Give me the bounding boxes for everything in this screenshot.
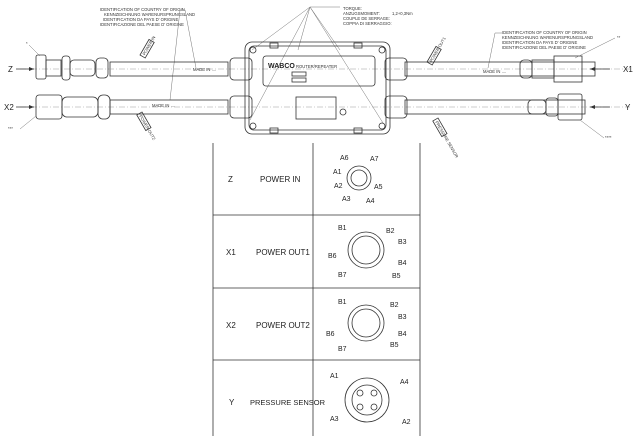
note-line: IDENTIFICATION OF COUNTRY OF ORIGIN [100,7,185,12]
port-y-label: Y [625,103,631,112]
pin-label: B1 [338,299,347,306]
connector-x2 [35,94,111,120]
pin-label: B5 [390,342,399,349]
pin-label: A2 [402,419,411,426]
pin-label: A2 [334,183,343,190]
mark-y: **** [605,135,612,140]
torque-value: 1,2+0,3Nm [392,11,413,16]
pin-label: A4 [366,198,375,205]
mark-x1: ** [617,35,621,40]
row-port: Z [228,175,233,184]
pin-label: A3 [330,416,339,423]
note-line: IDENTIFICATION OF COUNTRY OF ORIGIN [502,30,587,35]
pin-label: B4 [398,260,407,267]
made-in-label: MADE IN .... [483,69,506,74]
pin-label: A4 [400,379,409,386]
cables: MADE IN .... MADE IN .... MADE IN .... [20,61,630,115]
mark-z: * [26,41,28,46]
row-name: POWER OUT1 [256,248,310,257]
table-row: Y PRESSURE SENSOR A1 A4 A3 A2 [229,373,411,426]
row-port: Y [229,398,235,407]
made-in-label: MADE IN .... [193,67,216,72]
pin-label: B3 [398,239,407,246]
pin-label: B4 [398,331,407,338]
note-line: IDENTIFICAZIONE DEL PAESE D' ORIGINE [502,45,586,50]
router-repeater-housing: WABCO ROUTER/REPEATER [229,41,408,135]
row-name: POWER OUT2 [256,321,310,330]
table-row: X2 POWER OUT2 B1 B2 B3 B6 B4 B7 B5 [226,299,407,353]
pin-label: B7 [338,272,347,279]
connector-x1 [519,55,583,83]
flag-label: POWER IN [141,35,156,56]
pin-label: B1 [338,225,347,232]
note-line: ANZUGSMOMENT: [343,11,380,16]
flag-label: POWER OUT2 [138,114,157,141]
note-line: KENNZEICHNUNG WARENURSPRUNGSLAND [502,35,593,40]
port-labels: Z X2 X1 Y * *** ** **** [4,35,633,140]
device-label: ROUTER/REPEATER [296,64,337,69]
pin-label: B2 [386,228,395,235]
pin-label: B6 [328,253,337,260]
note-line: COPPIA DI SERRAGGIO: [343,21,392,26]
row-name: PRESSURE SENSOR [250,398,326,407]
row-name: POWER IN [260,175,301,184]
pin-label: A1 [330,373,339,380]
mark-x2: *** [8,126,13,131]
table-row: X1 POWER OUT1 B1 B2 B3 B6 B4 B7 B5 [226,225,407,280]
pin-label: B7 [338,346,347,353]
pin-label: B5 [392,273,401,280]
pin-label: A7 [370,156,379,163]
connector-z [35,54,109,81]
row-port: X1 [226,248,236,257]
port-x2-label: X2 [4,103,14,112]
wabco-logo: WABCO [268,63,295,70]
note-line: IDENTIFICATION DA PAYS D' ORIGINE [502,40,577,45]
origin-note-right: IDENTIFICATION OF COUNTRY OF ORIGIN KENN… [487,30,593,69]
pin-label: B2 [390,302,399,309]
origin-note-left: IDENTIFICATION OF COUNTRY OF ORIGIN KENN… [100,7,197,101]
pin-label: B3 [398,314,407,321]
flag-label: PRESSURE SENSOR [434,120,459,159]
port-z-label: Z [8,65,13,74]
torque-note: TORQUE: ANZUGSMOMENT: COUPLE DE SERRAGE:… [249,6,413,124]
note-line: KENNZEICHNUNG WARENURSPRUNGSLAND [104,12,195,17]
pin-label: A6 [340,155,349,162]
table-row: Z POWER IN A6 A7 A1 A2 A5 A3 A4 [228,155,383,205]
row-port: X2 [226,321,236,330]
pinout-table: Z POWER IN A6 A7 A1 A2 A5 A3 A4 X1 POWER… [212,143,421,436]
port-x1-label: X1 [623,65,633,74]
made-in-label: MADE IN .... [152,103,175,108]
note-line: COUPLE DE SERRAGE: [343,16,390,21]
pin-label: A1 [333,169,342,176]
pin-label: A5 [374,184,383,191]
note-line: IDENTIFICAZIONE DEL PAESE D' ORIGINE [100,22,184,27]
pin-label: B6 [326,331,335,338]
pin-label: A3 [342,196,351,203]
note-line: TORQUE: [343,6,362,11]
connector-y [527,93,583,121]
flag-label: POWER OUT1 [428,36,447,63]
note-line: IDENTIFICATION DA PAYS D' ORIGINE [103,17,178,22]
